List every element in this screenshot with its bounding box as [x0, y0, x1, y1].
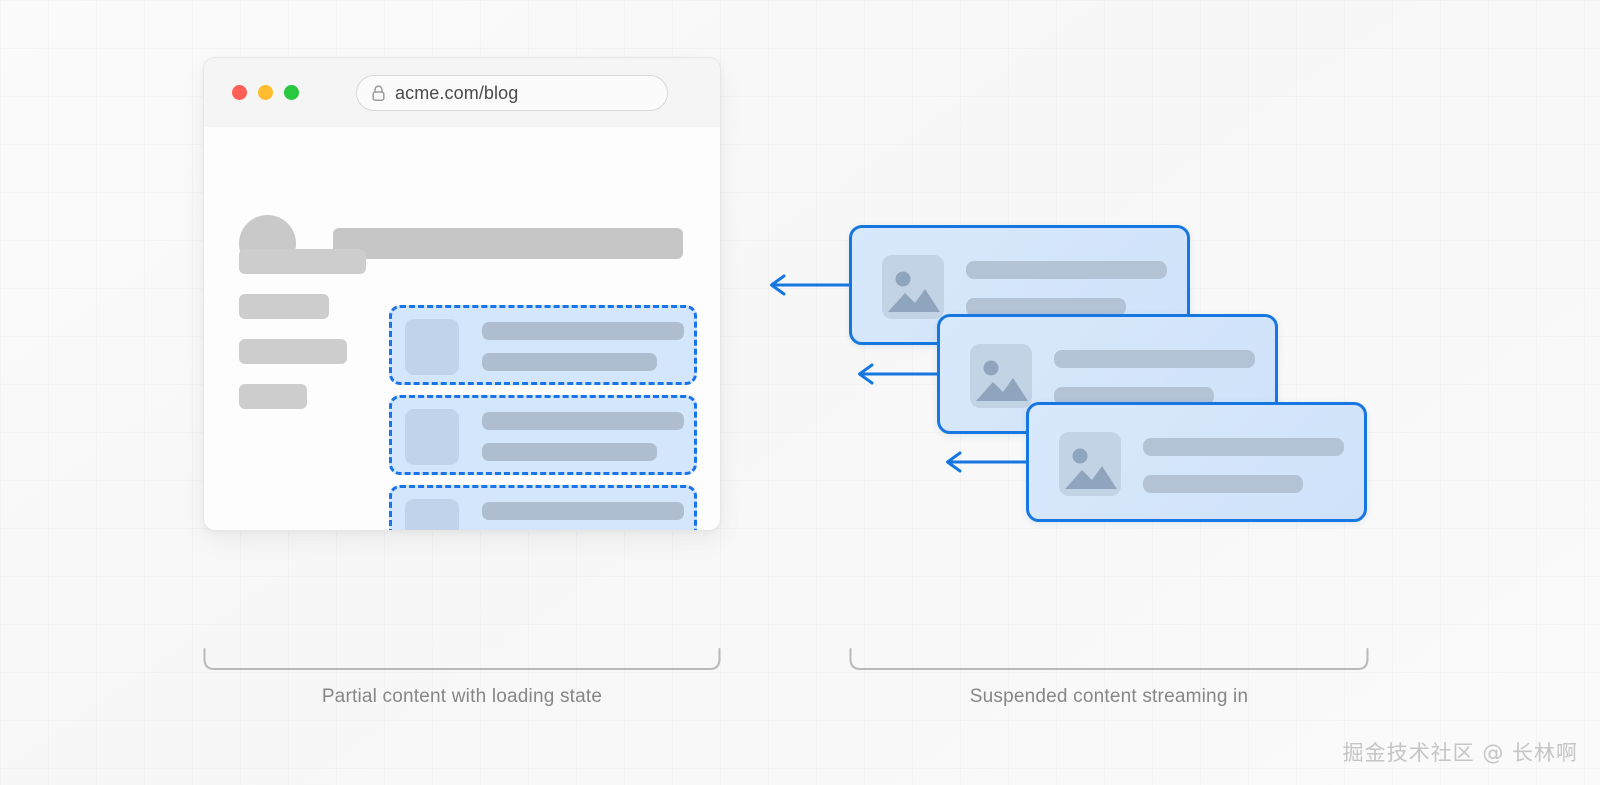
- text-line-1: [1054, 350, 1255, 368]
- sidebar-bar-2: [239, 294, 329, 319]
- caption-right: Suspended content streaming in: [969, 686, 1249, 707]
- text-line-2: [482, 353, 657, 371]
- url-text: acme.com/blog: [395, 83, 519, 103]
- sidebar-bar-3: [239, 339, 347, 364]
- sidebar-bar-1: [239, 249, 366, 274]
- address-bar[interactable]: acme.com/blog: [356, 75, 668, 111]
- caption-left: Partial content with loading state: [321, 686, 603, 707]
- thumbnail-placeholder: [405, 409, 459, 465]
- thumbnail-placeholder: [405, 499, 459, 530]
- text-line-1: [482, 502, 684, 520]
- stream-arrow-3: [945, 451, 1027, 473]
- stream-arrow-1: [769, 274, 851, 296]
- image-placeholder-icon: [882, 255, 944, 319]
- loading-card-1: [389, 305, 697, 385]
- loading-card-3: [389, 485, 697, 530]
- streamed-card-3: [1026, 402, 1367, 522]
- text-line-2: [482, 443, 657, 461]
- text-line-1: [482, 322, 684, 340]
- page-viewport: [204, 127, 720, 530]
- stream-arrow-2: [857, 363, 939, 385]
- text-line-1: [966, 261, 1167, 279]
- text-line-1: [1143, 438, 1344, 456]
- bracket-left: [203, 648, 721, 670]
- text-line-1: [482, 412, 684, 430]
- thumbnail-placeholder: [405, 319, 459, 375]
- traffic-light-close[interactable]: [232, 85, 247, 100]
- loading-card-2: [389, 395, 697, 475]
- watermark: 掘金技术社区 @ 长林啊: [1342, 741, 1578, 765]
- image-placeholder-icon: [970, 344, 1032, 408]
- sidebar-bar-4: [239, 384, 307, 409]
- traffic-light-minimize[interactable]: [258, 85, 273, 100]
- browser-window: acme.com/blog: [203, 57, 721, 531]
- text-line-2: [1054, 387, 1214, 405]
- text-line-2: [966, 298, 1126, 316]
- browser-titlebar: acme.com/blog: [204, 58, 720, 128]
- image-placeholder-icon: [1059, 432, 1121, 496]
- text-line-2: [1143, 475, 1303, 493]
- bracket-right: [849, 648, 1369, 670]
- headline-skeleton: [333, 228, 683, 259]
- traffic-light-maximize[interactable]: [284, 85, 299, 100]
- lock-icon: [372, 84, 385, 101]
